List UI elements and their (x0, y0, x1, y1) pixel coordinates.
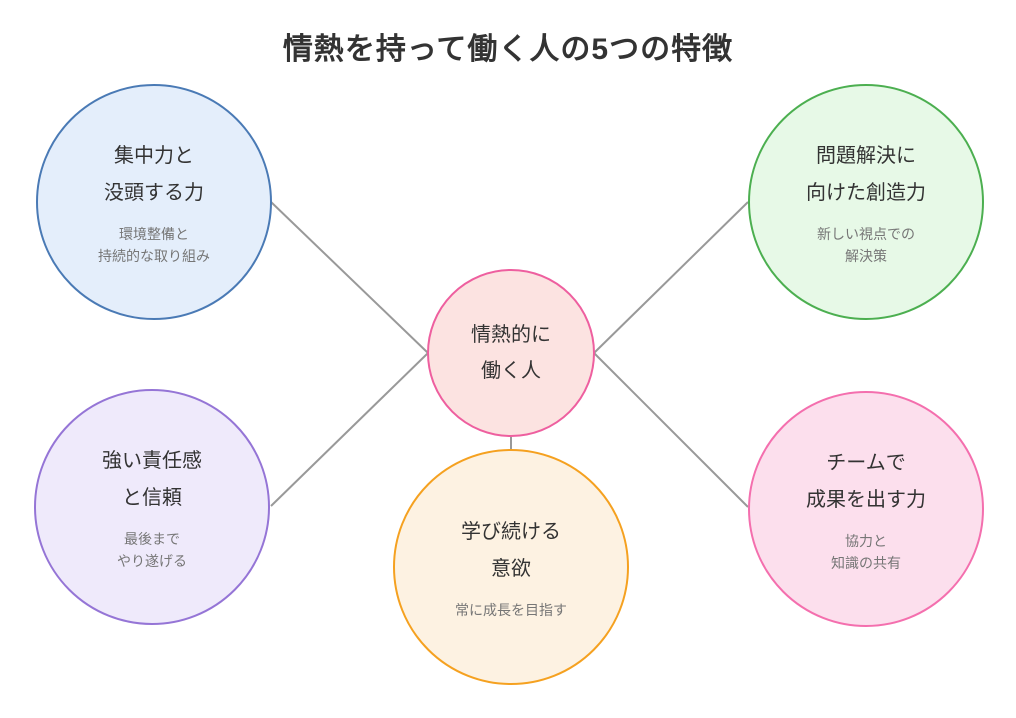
connector-bottom-left (270, 352, 429, 507)
node-subtitle: 環境整備と 持続的な取り組み (98, 225, 210, 264)
node-title: 学び続ける 意欲 (461, 520, 561, 580)
node-desire-to-learn: 学び続ける 意欲 常に成長を目指す (393, 449, 629, 685)
node-title: チームで 成果を出す力 (806, 451, 926, 511)
node-team-results: チームで 成果を出す力 協力と 知識の共有 (748, 391, 984, 627)
diagram-title: 情熱を持って働く人の5つの特徴 (282, 33, 734, 66)
node-focus-immersion: 集中力と 没頭する力 環境整備と 持続的な取り組み (36, 84, 272, 320)
connector-top-right (593, 201, 749, 354)
connector-top-left (269, 200, 429, 354)
node-title: 集中力と 没頭する力 (104, 144, 204, 204)
node-center-passionate-worker: 情熱的に 働く人 (427, 269, 595, 437)
node-title: 問題解決に 向けた創造力 (806, 144, 926, 204)
center-node-title: 情熱的に 働く人 (471, 324, 551, 382)
node-creative-problem-solving: 問題解決に 向けた創造力 新しい視点での 解決策 (748, 84, 984, 320)
node-subtitle: 新しい視点での 解決策 (817, 225, 915, 264)
node-subtitle: 常に成長を目指す (455, 601, 567, 618)
node-responsibility-trust: 強い責任感 と信頼 最後まで やり遂げる (34, 389, 270, 625)
node-subtitle: 協力と 知識の共有 (831, 532, 901, 571)
connector-bottom-right (593, 352, 749, 508)
node-subtitle: 最後まで やり遂げる (117, 530, 187, 569)
node-title: 強い責任感 と信頼 (102, 449, 202, 509)
